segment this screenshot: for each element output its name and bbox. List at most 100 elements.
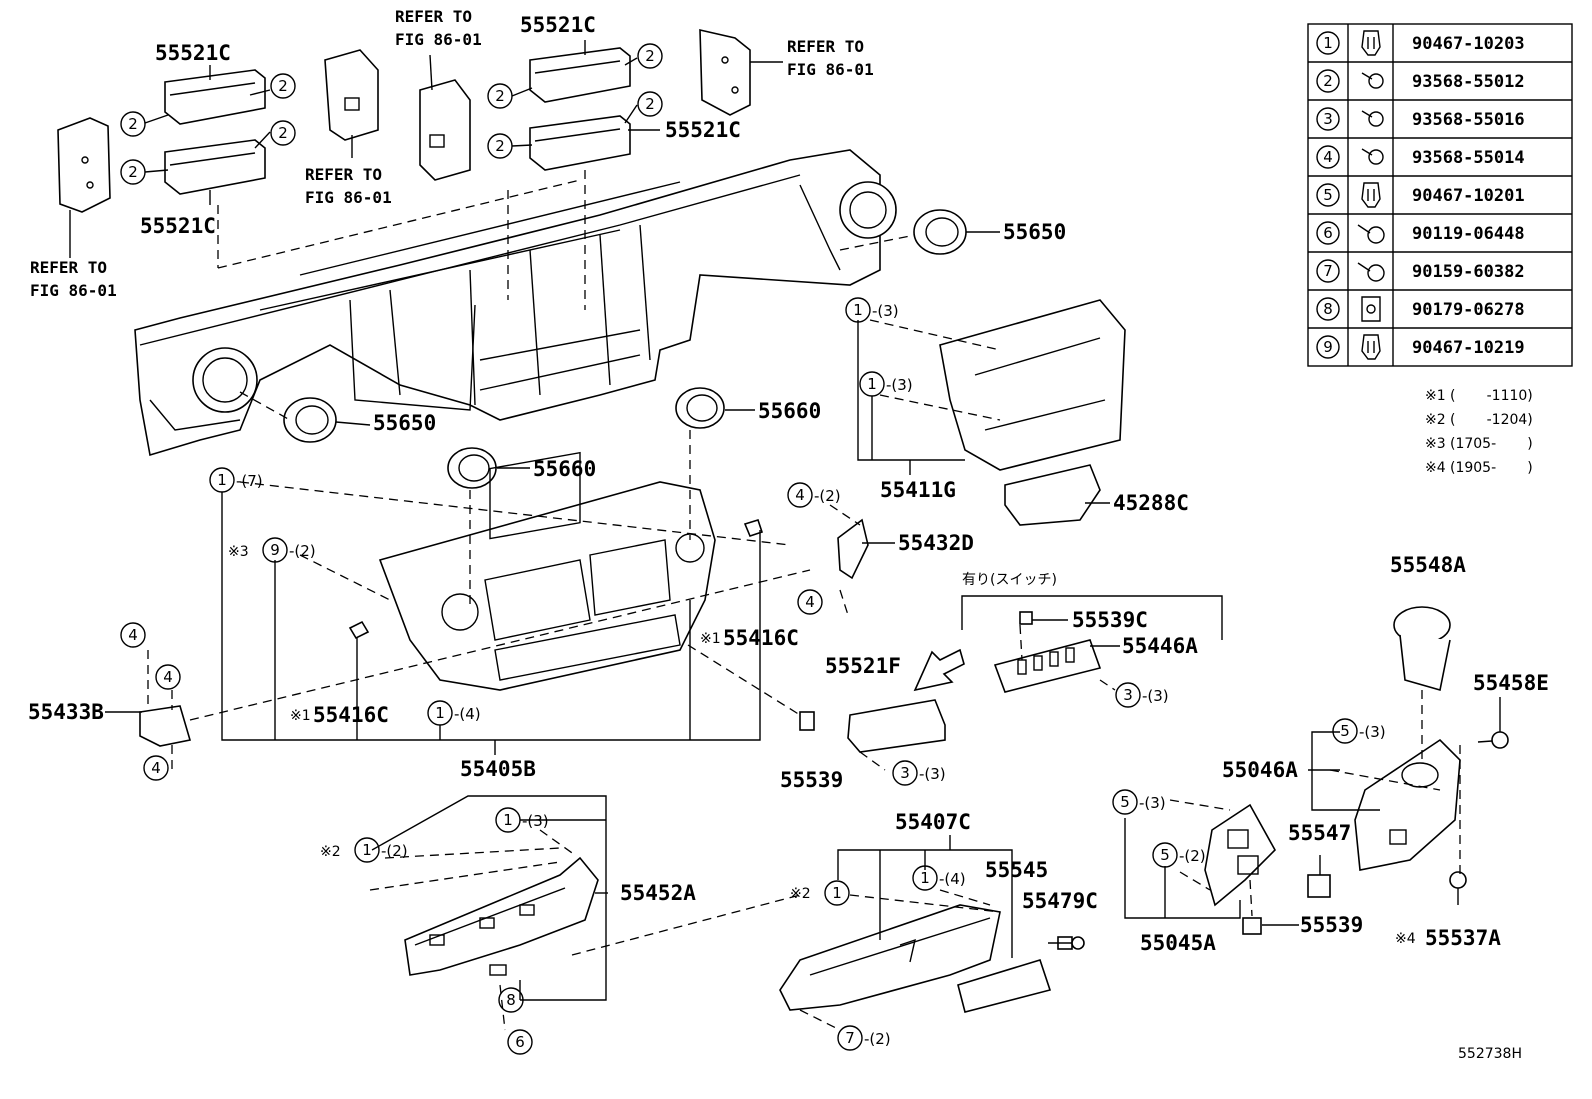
label-55521c: 55521C: [665, 118, 741, 142]
bolt-icon: [1357, 224, 1385, 244]
note-2-mark: ※2: [1425, 412, 1446, 428]
fastener-number-circle: [1316, 145, 1340, 169]
callout-4: 4: [143, 755, 169, 781]
fastener-number-circle: [1316, 31, 1340, 55]
note-3-mark: ※3: [1425, 436, 1446, 452]
svg-text:1: 1: [832, 884, 842, 902]
callout-5-qty3: 5-(3): [1112, 789, 1166, 815]
svg-text:1: 1: [362, 841, 372, 859]
fastener-part-number: 93568-55016: [1412, 110, 1525, 130]
callout-1-qty4: 1-(4): [427, 700, 481, 726]
label-45288c: 45288C: [1113, 491, 1189, 515]
svg-text:8: 8: [506, 991, 516, 1009]
svg-text:1: 1: [853, 301, 863, 319]
fastener-part-number: 90179-06278: [1412, 300, 1525, 320]
callout-3-qty3: 3-(3): [1115, 682, 1169, 708]
svg-text:4: 4: [805, 593, 815, 611]
label-55405b: 55405B: [460, 757, 536, 781]
callout-2: 2: [270, 73, 296, 99]
svg-text:2: 2: [495, 87, 505, 105]
stopper-55479c: [1057, 936, 1085, 950]
fastener-number: 9: [1323, 338, 1333, 356]
fastener-row: 9 90467-10219: [1316, 334, 1525, 360]
fastener-number: 2: [1323, 72, 1333, 90]
fastener-part-number: 90467-10201: [1412, 186, 1525, 206]
svg-text:-(2): -(2): [864, 1030, 891, 1048]
fastener-number: 6: [1323, 224, 1333, 242]
bracket-center: [419, 79, 471, 181]
label-55521c: 55521C: [140, 214, 216, 238]
callout-1-qty3: 1-(3): [859, 371, 913, 397]
panel-55045a: [1204, 803, 1276, 907]
instrument-panel-body: [134, 149, 897, 457]
svg-text:2: 2: [278, 77, 288, 95]
cluster-hood-55411g: [939, 299, 1126, 471]
label-55660: 55660: [533, 457, 596, 481]
svg-text:-(2): -(2): [1179, 847, 1206, 865]
callout-5-qty3: 5-(3): [1332, 718, 1386, 744]
cap-55537a: [1449, 871, 1467, 889]
vent-55660-upper: [675, 387, 725, 429]
callout-4: 4: [120, 622, 146, 648]
svg-text:-(3): -(3): [522, 812, 549, 830]
fastener-part-number: 90119-06448: [1412, 224, 1525, 244]
svg-text:-(2): -(2): [814, 487, 841, 505]
note-mark: ※4: [1395, 931, 1416, 947]
bracket-left: [57, 117, 111, 213]
svg-text:7: 7: [845, 1029, 855, 1047]
refer-label-line2: FIG 86-01: [787, 60, 874, 79]
callout-2: 2: [637, 43, 663, 69]
svg-text:-(2): -(2): [289, 542, 316, 560]
pocket-55521f: [847, 699, 946, 753]
duct-55521c-a: [164, 69, 266, 195]
label-55521c: 55521C: [520, 13, 596, 37]
callout-4: 4: [797, 589, 823, 615]
callout-2: 2: [120, 111, 146, 137]
svg-text:4: 4: [128, 626, 138, 644]
label-55539: 55539: [780, 768, 843, 792]
svg-text:2: 2: [128, 115, 138, 133]
svg-text:-(3): -(3): [1139, 794, 1166, 812]
door-55545: [957, 959, 1052, 1013]
fastener-row: 6 90119-06448: [1316, 221, 1525, 245]
label-55660: 55660: [758, 399, 821, 423]
label-55416c: 55416C: [723, 626, 799, 650]
note-1-text: ( -1110): [1450, 388, 1533, 404]
switch-55539c: [1019, 611, 1033, 625]
fastener-number-circle: [1316, 69, 1340, 93]
fastener-table: [1307, 23, 1573, 367]
note-2-text: ( -1204): [1450, 412, 1533, 428]
label-55547: 55547: [1288, 821, 1351, 845]
label-55650: 55650: [1003, 220, 1066, 244]
label-55416c: 55416C: [313, 703, 389, 727]
lower-panel-55452a: [404, 856, 599, 976]
console-55046a: [1354, 738, 1461, 871]
label-55548a: 55548A: [1390, 553, 1466, 577]
svg-text:1: 1: [920, 869, 930, 887]
callout-2: 2: [270, 120, 296, 146]
fastener-number: 8: [1323, 300, 1333, 318]
svg-text:3: 3: [900, 764, 910, 782]
plug-55539-b: [1242, 917, 1262, 935]
label-55458e: 55458E: [1473, 671, 1549, 695]
label-55545: 55545: [985, 858, 1048, 882]
plug-55547: [1307, 874, 1331, 898]
arrow-icon: [913, 648, 965, 692]
callout-3-qty3: 3-(3): [892, 760, 946, 786]
vent-55650-right: [913, 209, 967, 255]
fastener-part-number: 90467-10203: [1412, 34, 1525, 54]
fastener-part-number: 93568-55012: [1412, 72, 1525, 92]
label-55537a: 55537A: [1425, 926, 1501, 950]
callout-4-qty2: 4-(2): [787, 482, 841, 508]
svg-text:※2: ※2: [320, 844, 341, 860]
svg-text:2: 2: [495, 137, 505, 155]
fastener-part-number: 90467-10219: [1412, 338, 1525, 358]
label-55046a: 55046A: [1222, 758, 1298, 782]
fastener-number-circle: [1316, 259, 1340, 283]
